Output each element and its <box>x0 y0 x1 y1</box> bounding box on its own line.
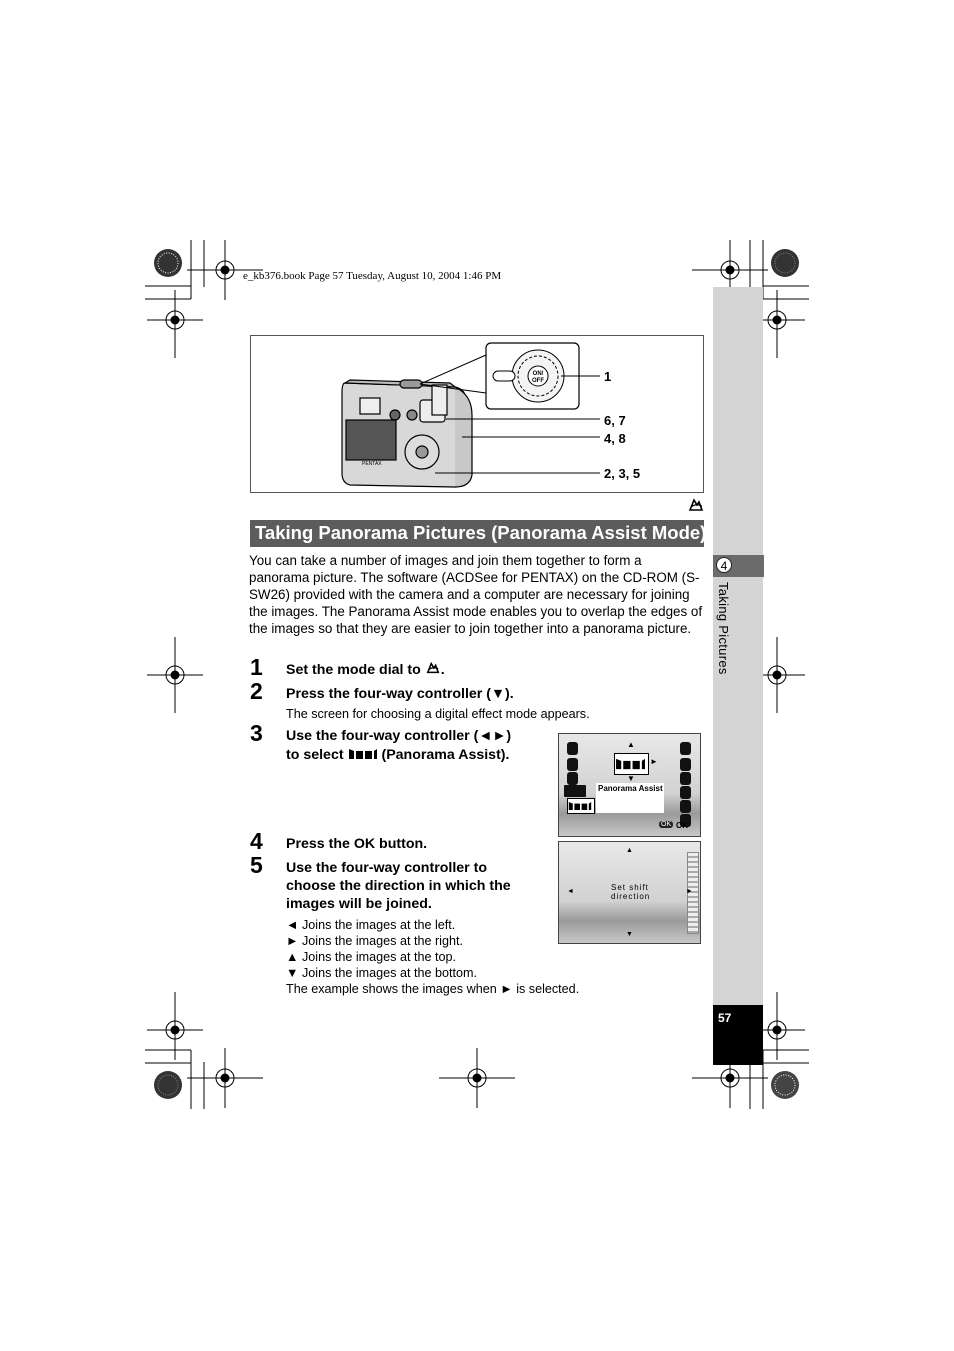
step-3-line2: to select (Panorama Assist). <box>286 746 509 764</box>
tower-image <box>687 852 699 934</box>
step-5-number: 5 <box>250 852 263 878</box>
step-5-line2: choose the direction in which the <box>286 878 511 894</box>
svg-text:OFF: OFF <box>532 378 544 384</box>
effect-icon <box>680 814 691 827</box>
step-4-number: 4 <box>250 828 263 854</box>
right-arrow-icon: ► <box>686 888 693 895</box>
direction-left: ◄ Joins the images at the left. <box>286 918 456 932</box>
ok-label: OK <box>676 821 688 830</box>
shift-label-1: Set shift <box>611 883 649 892</box>
step-1-number: 1 <box>250 654 263 680</box>
example-note: The example shows the images when ► is s… <box>286 982 580 996</box>
panorama-mode-icon <box>688 498 704 511</box>
up-arrow-icon: ▲ <box>626 847 633 854</box>
step-1-text: Set the mode dial to . <box>286 661 445 679</box>
up-arrow-icon: ▲ <box>627 740 635 749</box>
step-1-suffix: . <box>440 662 445 678</box>
effect-icon <box>680 742 691 755</box>
down-arrow-icon: ▼ <box>286 966 299 980</box>
camera-illustration: PENTAX ON/ OFF <box>341 342 600 488</box>
callout-6-7: 6, 7 <box>604 413 626 428</box>
effect-icon <box>567 772 578 785</box>
effect-icon <box>680 800 691 813</box>
panorama-mode-icon <box>426 661 440 674</box>
right-arrow-icon: ► <box>500 982 513 996</box>
chapter-title: Taking Pictures <box>716 582 731 675</box>
left-arrow-icon: ◄ <box>286 918 299 932</box>
step-2-note: The screen for choosing a digital effect… <box>286 707 590 721</box>
selected-mode-box <box>614 753 649 775</box>
svg-text:PENTAX: PENTAX <box>362 461 382 467</box>
camera-figure <box>250 335 704 493</box>
panorama-assist-icon <box>348 749 377 759</box>
mode-label: Panorama Assist <box>596 783 664 813</box>
step-3-target: (Panorama Assist). <box>381 747 510 763</box>
callout-2-3-5: 2, 3, 5 <box>604 466 641 481</box>
direction-top: ▲ Joins the images at the top. <box>286 950 456 964</box>
page-number: 57 <box>718 1011 732 1025</box>
step-2-text: Press the four-way controller (▼). <box>286 686 514 702</box>
step-5-line1: Use the four-way controller to <box>286 860 488 876</box>
section-title: Taking Panorama Pictures (Panorama Assis… <box>255 522 707 543</box>
step-2-number: 2 <box>250 678 263 704</box>
direction-right: ► Joins the images at the right. <box>286 934 463 948</box>
up-arrow-icon: ▲ <box>286 950 299 964</box>
effect-icon <box>680 758 691 771</box>
callout-4-8: 4, 8 <box>604 431 626 446</box>
section-title-bar <box>250 520 704 547</box>
shift-direction-screen: ▲ ▼ ◄ ► Set shift direction <box>558 841 701 944</box>
down-arrow-icon: ▼ <box>627 774 635 783</box>
step-1-label: Set the mode dial to <box>286 662 421 678</box>
down-arrow-icon: ▼ <box>626 931 633 938</box>
right-arrow-icon: ► <box>286 934 299 948</box>
step-4-text: Press the OK button. <box>286 836 428 852</box>
effect-selection-screen: ▲ ► ▼ Panorama Assist OK OK <box>558 733 701 837</box>
print-header: e_kb376.book Page 57 Tuesday, August 10,… <box>243 270 502 282</box>
ok-icon: OK <box>659 821 674 828</box>
chapter-number: 4 <box>716 557 732 573</box>
chapter-sidebar <box>713 287 763 1065</box>
step-3-number: 3 <box>250 720 263 746</box>
step-3-line1: Use the four-way controller (◄►) <box>286 728 512 744</box>
left-arrow-icon: ◄ <box>567 888 574 895</box>
intro-paragraph: You can take a number of images and join… <box>249 553 703 636</box>
effect-icon <box>680 772 691 785</box>
effect-icon <box>567 758 578 771</box>
two-person-icon <box>564 785 586 797</box>
step-5-line3: images will be joined. <box>286 896 432 912</box>
right-arrow-icon: ► <box>650 757 658 766</box>
svg-text:ON/: ON/ <box>533 371 544 377</box>
panorama-assist-icon <box>567 798 595 814</box>
callout-1: 1 <box>604 369 612 384</box>
shift-label-2: direction <box>611 892 651 901</box>
step-3-select: to select <box>286 747 344 763</box>
direction-bottom: ▼ Joins the images at the bottom. <box>286 966 477 980</box>
effect-icon <box>680 786 691 799</box>
effect-icon <box>567 742 578 755</box>
page-number-box <box>713 1005 763 1065</box>
